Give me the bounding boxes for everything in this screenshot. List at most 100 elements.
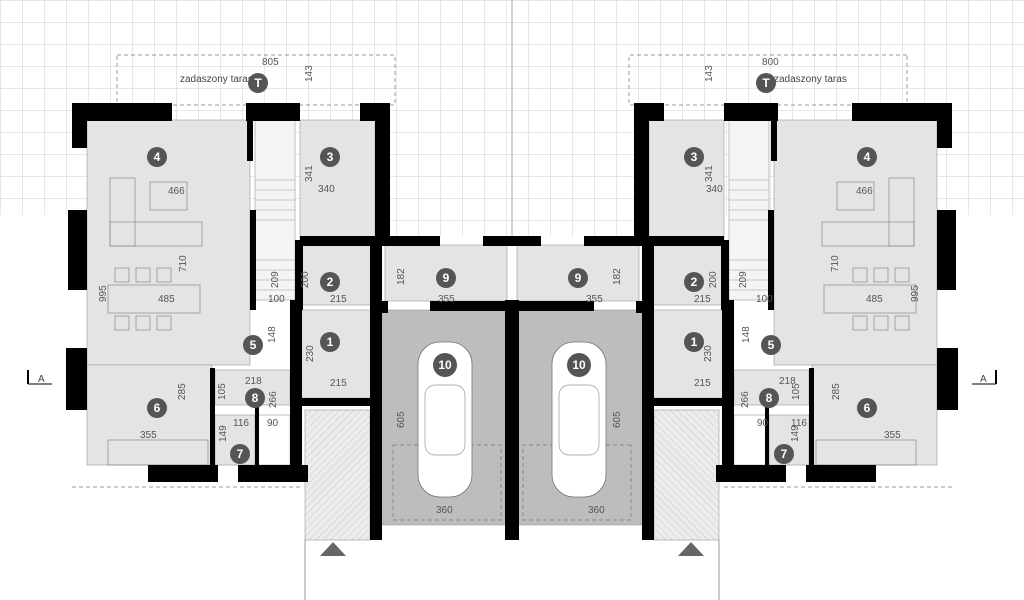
room-number: 6 <box>864 401 871 415</box>
dimension-label: 182 <box>612 268 623 285</box>
dimension-label: 266 <box>740 391 751 408</box>
room-number: 3 <box>691 150 698 164</box>
section-marker-right: A <box>972 370 997 385</box>
dimension-label: 341 <box>704 165 715 182</box>
room-number: T <box>254 76 262 90</box>
dimension-label: 355 <box>438 294 455 305</box>
section-marker-left: A <box>27 370 52 385</box>
room-number: 8 <box>252 391 259 405</box>
dimension-label: 710 <box>830 255 841 272</box>
room-number: 9 <box>443 271 450 285</box>
dimension-label: 995 <box>910 285 921 302</box>
room-badge: 9 <box>436 268 456 288</box>
room-number: 2 <box>327 275 334 289</box>
dimension-label: 710 <box>178 255 189 272</box>
dimension-label: 215 <box>330 378 347 389</box>
dimension-label: 341 <box>304 165 315 182</box>
dimension-label: 105 <box>217 383 228 400</box>
room-badge: 8 <box>245 388 265 408</box>
dimension-label: 105 <box>791 383 802 400</box>
dimension-label: 218 <box>779 376 796 387</box>
room-badge: 6 <box>147 398 167 418</box>
dimension-label: 149 <box>790 425 801 442</box>
dimension-label: 215 <box>694 294 711 305</box>
dimension-label: 218 <box>245 376 262 387</box>
dimension-label: 605 <box>612 411 623 428</box>
terrace-label: zadaszony taras <box>774 74 847 85</box>
room-badge: 6 <box>857 398 877 418</box>
dimension-label: 355 <box>586 294 603 305</box>
room-badge: 4 <box>147 147 167 167</box>
dimension-label: 209 <box>270 271 281 288</box>
room-number: 8 <box>766 391 773 405</box>
room-number: 5 <box>250 338 257 352</box>
dimension-label: 995 <box>98 285 109 302</box>
dimension-label: 355 <box>140 430 157 441</box>
terrace-badge: T <box>756 73 776 93</box>
room-badge: 9 <box>568 268 588 288</box>
room-number: 1 <box>327 335 334 349</box>
dimension-label: 200 <box>300 271 311 288</box>
dimension-label: 182 <box>396 268 407 285</box>
terrace-badge: T <box>248 73 268 93</box>
room-badge: 7 <box>774 444 794 464</box>
dimension-label: 360 <box>436 505 453 516</box>
room-number: 3 <box>327 150 334 164</box>
room-number: 6 <box>154 401 161 415</box>
dimension-label: 485 <box>158 294 175 305</box>
room-badge: 5 <box>243 335 263 355</box>
dimension-label: 230 <box>305 345 316 362</box>
dimension-label: 355 <box>884 430 901 441</box>
room-number: 5 <box>768 338 775 352</box>
dimension-label: 605 <box>396 411 407 428</box>
room-badge: 8 <box>759 388 779 408</box>
dimension-label: 116 <box>791 418 807 429</box>
room-number: 7 <box>781 447 788 461</box>
dimension-label: 100 <box>756 294 773 305</box>
room-badge: 2 <box>320 272 340 292</box>
dimension-label: 215 <box>330 294 347 305</box>
dimension-label: 143 <box>304 65 315 82</box>
terrace-label: zadaszony taras <box>180 74 253 85</box>
dimension-label: 209 <box>738 271 749 288</box>
dimension-label: 340 <box>318 184 335 195</box>
dimension-label: 116 <box>233 418 249 429</box>
dimension-label: 466 <box>168 186 185 197</box>
room-badge: 2 <box>684 272 704 292</box>
dimension-label: 285 <box>831 383 842 400</box>
dimension-label: 148 <box>267 326 278 343</box>
dimension-label: 340 <box>706 184 723 195</box>
dimension-label: 149 <box>218 425 229 442</box>
room-badge: 10 <box>433 353 457 377</box>
room-badge: 3 <box>320 147 340 167</box>
dimension-label: 90 <box>757 418 769 429</box>
dimension-label: 148 <box>741 326 752 343</box>
dimension-label: 200 <box>708 271 719 288</box>
dimension-label: 266 <box>268 391 279 408</box>
room-number: 7 <box>237 447 244 461</box>
dimension-label: 360 <box>588 505 605 516</box>
room-number: 4 <box>154 150 161 164</box>
dimension-label: 230 <box>703 345 714 362</box>
room-badge: 7 <box>230 444 250 464</box>
room-badge: 10 <box>567 353 591 377</box>
dimension-label: 285 <box>177 383 188 400</box>
room-number: 2 <box>691 275 698 289</box>
room-badge: 1 <box>684 332 704 352</box>
section-label: A <box>38 374 45 385</box>
section-label: A <box>980 374 987 385</box>
dimension-label: 485 <box>866 294 883 305</box>
room-number: 1 <box>691 335 698 349</box>
dimension-label: 805 <box>262 57 279 68</box>
room-badge: 4 <box>857 147 877 167</box>
room-number: T <box>762 76 770 90</box>
room-number: 9 <box>575 271 582 285</box>
room-badge: 5 <box>761 335 781 355</box>
room-number: 10 <box>438 358 452 372</box>
room-badge: 3 <box>684 147 704 167</box>
dimension-label: 90 <box>267 418 279 429</box>
room-number: 10 <box>572 358 586 372</box>
dimension-label: 466 <box>856 186 873 197</box>
dimension-label: 215 <box>694 378 711 389</box>
